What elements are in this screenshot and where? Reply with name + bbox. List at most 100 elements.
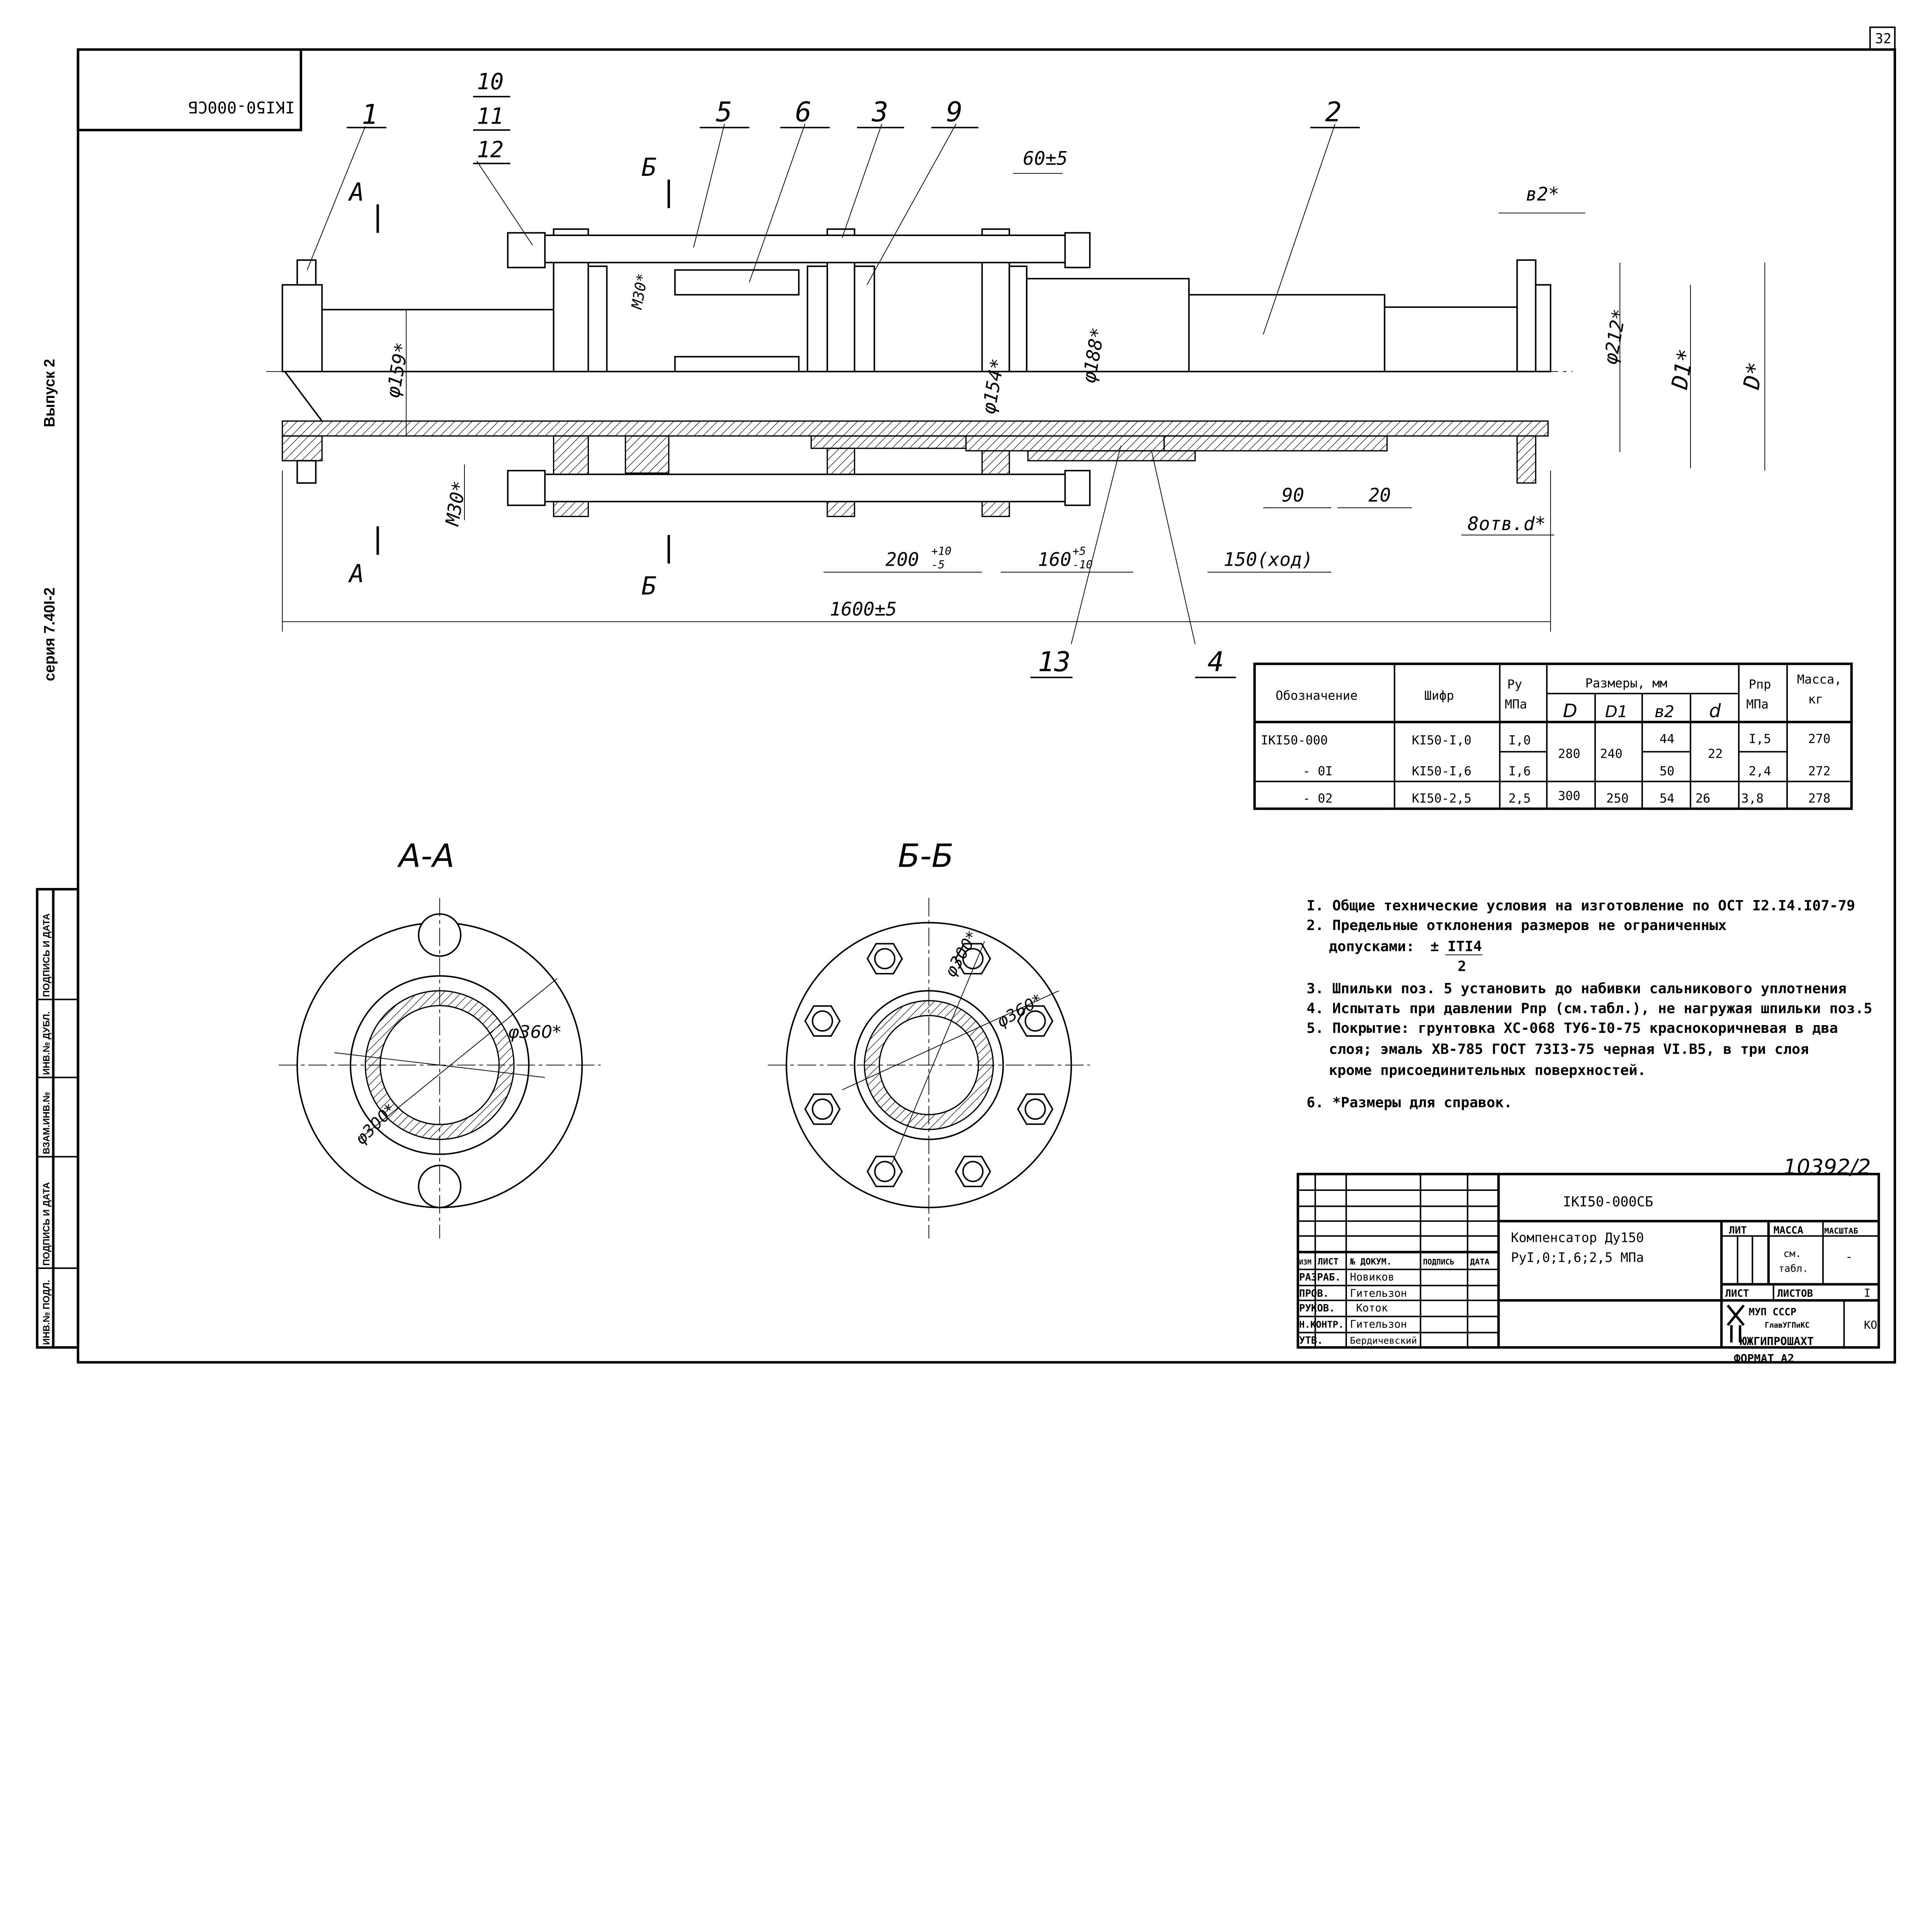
pos-1: 1 [362, 99, 378, 131]
dim-D1: D1* [1666, 347, 1699, 391]
cell-D: 280 [1558, 747, 1580, 761]
sheet-number: 32 [1875, 31, 1891, 47]
section-mark-a-top: А [348, 178, 364, 207]
tb-role-developer: РАЗРАБ. [1299, 1272, 1341, 1283]
cell-d: 26 [1696, 791, 1711, 806]
pos-6: 6 [795, 96, 811, 128]
note-5: 5. Покрытие: грунтовка ХС-068 ТУ6-I0-75 … [1306, 1020, 1838, 1036]
org-logo-icon [1726, 1304, 1745, 1343]
stud-circle [874, 1161, 896, 1182]
cell-code: KI50-2,5 [1412, 791, 1471, 806]
margin-stamp-replace-inv: ВЗАМ.ИНВ.№ [41, 1092, 52, 1154]
section-mark-b-bottom: Б [641, 572, 656, 600]
tb-col-sign: ПОДПИСЬ [1423, 1257, 1454, 1266]
dim-d212: φ212* [1599, 307, 1630, 366]
note-2: 2. Предельные отклонения размеров не огр… [1306, 917, 1726, 934]
title-block: IKI50-000СБ Компенсатор Ду150 РуI,0;I,6;… [1296, 1173, 1880, 1365]
section-marks: А А Б Б [348, 153, 670, 600]
tb-doc-number: IKI50-000СБ [1563, 1194, 1653, 1210]
stud-circle [1024, 1098, 1046, 1120]
nut-hexagon [954, 943, 992, 975]
cell-py: I,0 [1509, 733, 1531, 747]
cell-ppr: 2,4 [1749, 764, 1771, 778]
dim-20: 20 [1369, 485, 1391, 506]
cell-code: KI50-I,6 [1412, 764, 1471, 778]
tb-sheets-value: I [1864, 1286, 1871, 1299]
margin-stamp-sign-date-2: ПОДПИСЬ И ДАТА [41, 913, 52, 997]
dim-160: 160 [1038, 549, 1071, 571]
dim-d159: φ159* [382, 341, 413, 400]
nut-hexagon [1017, 1093, 1054, 1125]
cell-py: I,6 [1509, 764, 1531, 778]
th-mass-unit: кг [1808, 692, 1823, 707]
cell-designation: IKI50-000 [1261, 733, 1328, 747]
nut-hexagon [804, 1093, 841, 1125]
cell-D: 300 [1558, 789, 1580, 803]
dim-200-tol-dn: -5 [931, 558, 945, 571]
dimensions: 1600±5 200 +10 -5 160 +5 -10 150(ход) 90… [282, 148, 1769, 632]
cell-D1: 250 [1606, 791, 1629, 806]
th-ppr-unit: МПа [1746, 697, 1769, 711]
dim-60: 60±5 [1023, 148, 1068, 169]
th-py-unit: МПа [1505, 697, 1527, 711]
section-mark-b-top: Б [641, 153, 656, 182]
tb-name-developer: Новиков [1350, 1271, 1395, 1283]
dim-1600: 1600±5 [830, 599, 897, 620]
position-labels: 1 10 11 12 5 6 3 9 2 13 4 [347, 68, 1360, 679]
th-d: d [1709, 700, 1721, 722]
th-ppr: Рпр [1749, 677, 1771, 692]
note-2-tolerance-num: ± IТI4 [1430, 938, 1482, 955]
nut-hexagon [804, 1005, 841, 1037]
tb-code: КО [1864, 1318, 1878, 1332]
dim-m30-top: M30* [628, 272, 651, 311]
dim-150-stroke: 150(ход) [1224, 549, 1313, 571]
tb-org-name: ЮЖГИПРОШАХТ [1740, 1335, 1814, 1348]
cell-ppr: 3,8 [1741, 791, 1764, 806]
margin-stamp: ИНВ.№ ПОДЛ. ПОДПИСЬ И ДАТА ВЗАМ.ИНВ.№ ИН… [36, 888, 80, 1349]
tb-col-change: ИЗМ [1299, 1259, 1311, 1266]
cell-ppr: I,5 [1749, 731, 1771, 746]
note-6: 6. *Размеры для справок. [1306, 1094, 1512, 1111]
tb-role-approver: УТВ. [1299, 1335, 1323, 1347]
stud-circle [962, 1161, 984, 1182]
tb-name-line1: Компенсатор Ду150 [1511, 1230, 1644, 1245]
pos-9: 9 [946, 96, 963, 128]
margin-stamp-sign-date-1: ПОДПИСЬ И ДАТА [41, 1182, 52, 1265]
section-a-a: А-А φ360* φ300* [279, 837, 601, 1239]
tb-role-checker: ПРОВ. [1299, 1288, 1329, 1299]
tb-name-approver: Бердичевский [1350, 1335, 1417, 1346]
note-3: 3. Шпильки поз. 5 установить до набивки … [1306, 980, 1846, 997]
dim-200: 200 [886, 549, 919, 571]
dim-b2: в2* [1526, 184, 1560, 205]
pos-3: 3 [871, 96, 888, 128]
th-b2: в2 [1655, 702, 1674, 721]
margin-stamp-inv-dup: ИНВ.№ ДУБЛ. [41, 1011, 52, 1075]
margin-stamp-inv-orig: ИНВ.№ ПОДЛ. [41, 1280, 52, 1345]
right-flange [1516, 259, 1537, 372]
table-row: - 02 KI50-2,5 2,5 300 250 54 26 3,8 278 [1303, 789, 1831, 806]
dim-200-tol-up: +10 [931, 544, 951, 558]
tb-role-head: РУКОВ. [1299, 1303, 1335, 1314]
note-2-tolerance-den: 2 [1458, 958, 1466, 975]
tb-mass-value-1: см. [1783, 1248, 1801, 1260]
tb-sheets: ЛИСТОВ [1777, 1288, 1813, 1299]
th-code: Шифр [1424, 688, 1454, 703]
th-D1: D1 [1605, 702, 1628, 721]
sheet-frame: 32 IKI50-000СБ Выпуск 2 серия 7.40I-2 [41, 26, 1896, 1364]
nut-hexagon [866, 943, 903, 975]
assembly-view: 1 10 11 12 5 6 3 9 2 13 4 А А Б [266, 68, 1769, 679]
tb-name-ncontrol: Гительзон [1350, 1318, 1407, 1330]
th-mass: Масса, [1797, 672, 1842, 687]
tb-org-ministry: МУП СССР [1749, 1306, 1796, 1318]
th-D: D [1563, 700, 1577, 722]
left-flange [281, 284, 323, 372]
aa-dim-360: φ360* [508, 1022, 561, 1042]
tb-lit: ЛИТ [1729, 1225, 1747, 1236]
note-4: 4. Испытать при давлении Рпр (см.табл.),… [1306, 1000, 1872, 1017]
pos-13: 13 [1038, 646, 1071, 678]
section-b-b: Б-Б φ300* φ360* [768, 837, 1090, 1239]
tb-sheet: ЛИСТ [1725, 1288, 1749, 1299]
pos-10: 10 [477, 68, 503, 95]
stud-circle [1024, 1010, 1046, 1032]
tb-org-dept: ГлавУГПиКС [1765, 1321, 1810, 1330]
